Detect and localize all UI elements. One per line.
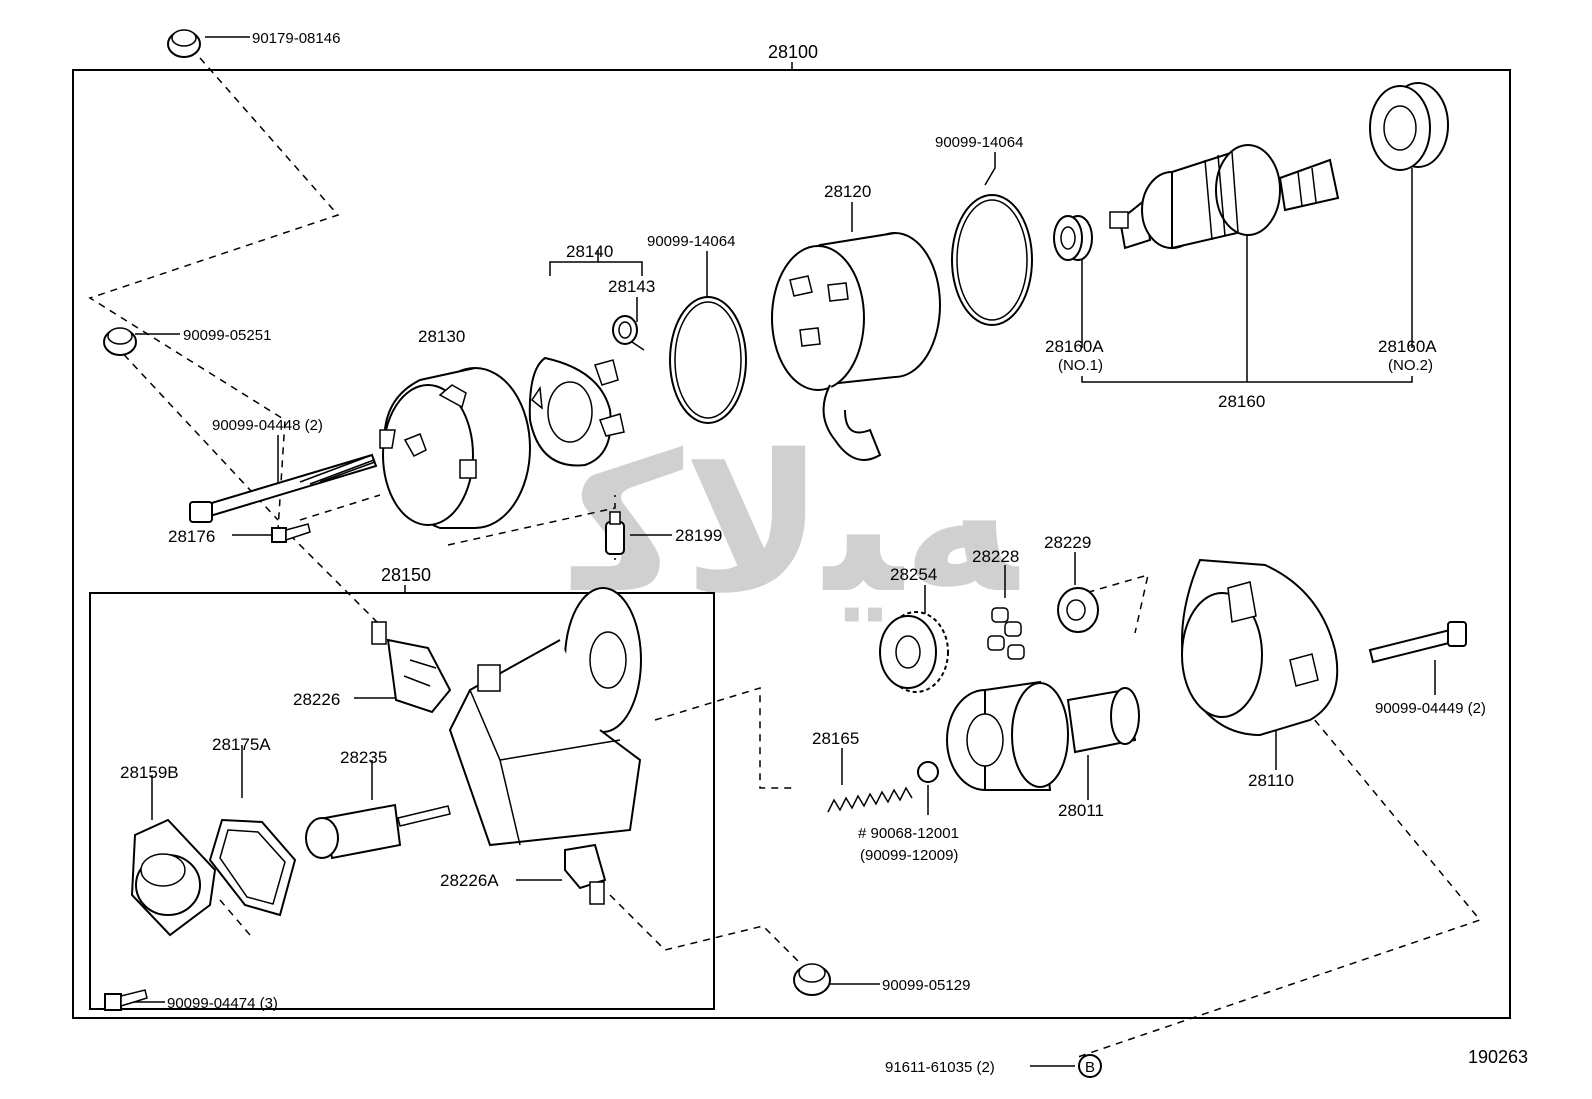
- callout-b: B: [1078, 1054, 1102, 1078]
- o-ring-90099-14064-left: [669, 296, 747, 424]
- label-28140: 28140: [566, 242, 613, 261]
- label-leaders: [130, 36, 1436, 1067]
- label-28160a-no2-sub: (NO.2): [1388, 357, 1433, 374]
- solenoid-housing: [448, 587, 642, 847]
- watermark: ﻪﻴﻟﺎﻛ: [571, 414, 1021, 635]
- label-28199: 28199: [675, 526, 722, 545]
- label-90099-04449: 90099-04449 (2): [1375, 700, 1486, 717]
- label-28165: 28165: [812, 729, 859, 748]
- label-91611-61035: 91611-61035 (2): [885, 1059, 995, 1076]
- steel-ball-90068-12001: [917, 761, 939, 783]
- watermark-text: ﻪﻴﻟﺎﻛ: [571, 414, 1021, 635]
- label-28143: 28143: [608, 277, 655, 296]
- yoke-28120: [770, 232, 941, 461]
- spring-28143: [612, 315, 645, 351]
- terminal-28226: [371, 621, 452, 714]
- terminal-28226a: [564, 843, 607, 905]
- label-28120: 28120: [824, 182, 871, 201]
- cover-28159b: [130, 818, 217, 937]
- label-28159b: 28159B: [120, 763, 179, 782]
- label-28160a-no1: 28160A: [1045, 337, 1104, 356]
- retainer-28229: [1057, 587, 1099, 633]
- label-28254: 28254: [890, 565, 937, 584]
- label-90099-04448: 90099-04448 (2): [212, 417, 323, 434]
- label-90099-05129: 90099-05129: [882, 977, 970, 994]
- label-90099-14064-right: 90099-14064: [935, 134, 1023, 151]
- bolt-90099-04449: [1368, 621, 1467, 664]
- label-90179-08146: 90179-08146: [252, 30, 340, 47]
- callout-b-letter: B: [1085, 1059, 1095, 1076]
- drive-housing-28110: [1181, 558, 1339, 737]
- label-28175a: 28175A: [212, 735, 271, 754]
- nut-90099-05251: [103, 327, 137, 356]
- o-ring-inner-left: [674, 301, 742, 419]
- label-28229: 28229: [1044, 533, 1091, 552]
- gasket-28175a: [208, 818, 297, 917]
- brush-holder-28140: [528, 356, 625, 467]
- o-ring-inner-right: [956, 199, 1028, 321]
- through-bolt-90099-04448: [189, 453, 378, 523]
- label-90099-04474: 90099-04474 (3): [167, 995, 278, 1012]
- return-spring-28165: [827, 786, 913, 813]
- label-28226a: 28226A: [440, 871, 499, 890]
- o-ring-90099-14064-right: [951, 194, 1033, 326]
- screw-28176: [271, 523, 311, 543]
- rollers-28228: [987, 607, 1025, 660]
- nut-90179-08146: [167, 29, 201, 58]
- label-90099-05251: 90099-05251: [183, 327, 271, 344]
- label-90068-12001: # 90068-12001: [858, 825, 959, 842]
- nut-90099-05129: [793, 963, 831, 996]
- idler-gear-28254: [879, 611, 949, 693]
- bearing-28160a-no2: [1369, 82, 1449, 171]
- label-90099-12009: (90099-12009): [860, 847, 958, 864]
- label-28228: 28228: [972, 547, 1019, 566]
- label-28235: 28235: [340, 748, 387, 767]
- label-28176: 28176: [168, 527, 215, 546]
- label-28011: 28011: [1058, 801, 1104, 820]
- label-28160: 28160: [1218, 392, 1265, 411]
- end-frame-28130: [379, 367, 531, 529]
- label-28160a-no1-sub: (NO.1): [1058, 357, 1103, 374]
- label-28110: 28110: [1248, 771, 1294, 790]
- label-28226: 28226: [293, 690, 340, 709]
- armature-28160: [1109, 144, 1340, 250]
- screw-90099-04474: [104, 989, 148, 1011]
- label-28160a-no2: 28160A: [1378, 337, 1437, 356]
- clutch-pinion-28011: [946, 680, 1140, 791]
- diagram-ref-code: 190263: [1468, 1047, 1528, 1067]
- plunger-28235: [305, 803, 451, 860]
- part-labels: 90179-08146 90099-05251 90099-04448 (2) …: [120, 30, 1528, 1076]
- label-28130: 28130: [418, 327, 465, 346]
- bearing-28160a-no1: [1053, 215, 1093, 261]
- label-90099-14064-left: 90099-14064: [647, 233, 735, 250]
- sub-assembly-number-label: 28150: [381, 565, 431, 585]
- sub-assembly-frame: [89, 592, 715, 1010]
- contact-28199: [605, 511, 625, 555]
- assembly-number-label: 28100: [768, 42, 818, 62]
